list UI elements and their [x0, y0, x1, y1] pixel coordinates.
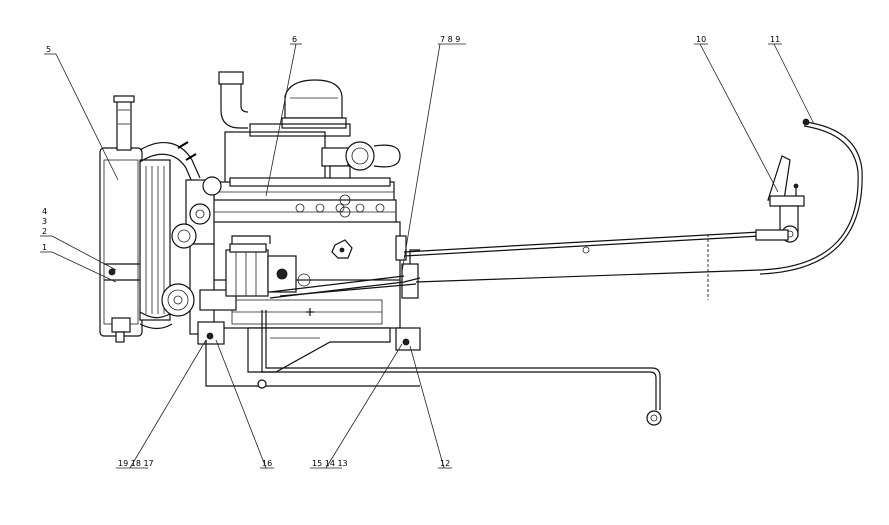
rocker-cover-rail [229, 177, 391, 218]
timing-cover [161, 176, 237, 335]
callout-label-16: 16 [262, 459, 272, 468]
callout-label-11: 11 [770, 35, 780, 44]
air-cleaner [281, 79, 347, 129]
fuel-injection-pump [225, 235, 311, 297]
callout-label-4: 4 [42, 207, 47, 216]
callout-label-10: 10 [696, 35, 706, 44]
callout-label-2: 2 [42, 227, 47, 236]
callout-label-1: 1 [42, 243, 47, 252]
callout-191817: 19 18 17 [116, 339, 207, 469]
callout-151413: 15 14 13 [310, 343, 403, 469]
frame-piping [205, 310, 662, 426]
oil-pan [247, 327, 391, 373]
callout-label-12: 12 [440, 459, 450, 468]
control-rods [269, 231, 761, 300]
callout-label-6: 6 [292, 35, 297, 44]
radiator [99, 95, 171, 343]
lower-coolant-hose [139, 311, 173, 330]
callout-label-191817: 19 18 17 [118, 459, 154, 468]
callout-3: 3 [42, 217, 47, 226]
callout-label-151413: 15 14 13 [312, 459, 348, 468]
callout-10: 10 [694, 35, 779, 193]
callout-5: 5 [44, 45, 119, 181]
upper-coolant-hose [139, 141, 201, 183]
callout-1: 1 [40, 243, 117, 283]
throttle-pedal [755, 155, 805, 243]
callout-12: 12 [409, 345, 452, 469]
callout-16: 16 [215, 339, 274, 469]
throttle-cable [759, 118, 863, 275]
callout-6: 6 [265, 35, 302, 197]
callout-4: 4 [42, 207, 47, 216]
callout-11: 11 [768, 35, 815, 125]
callout-label-789: 7 8 9 [440, 35, 460, 44]
exhaust-elbow [218, 71, 249, 129]
callout-2: 2 [40, 227, 117, 271]
callout-789: 7 8 9 [401, 35, 466, 273]
callout-label-5: 5 [46, 45, 51, 54]
callout-label-3: 3 [42, 217, 47, 226]
callouts: 5 4 3 2 1 6 7 8 9 [40, 35, 815, 469]
